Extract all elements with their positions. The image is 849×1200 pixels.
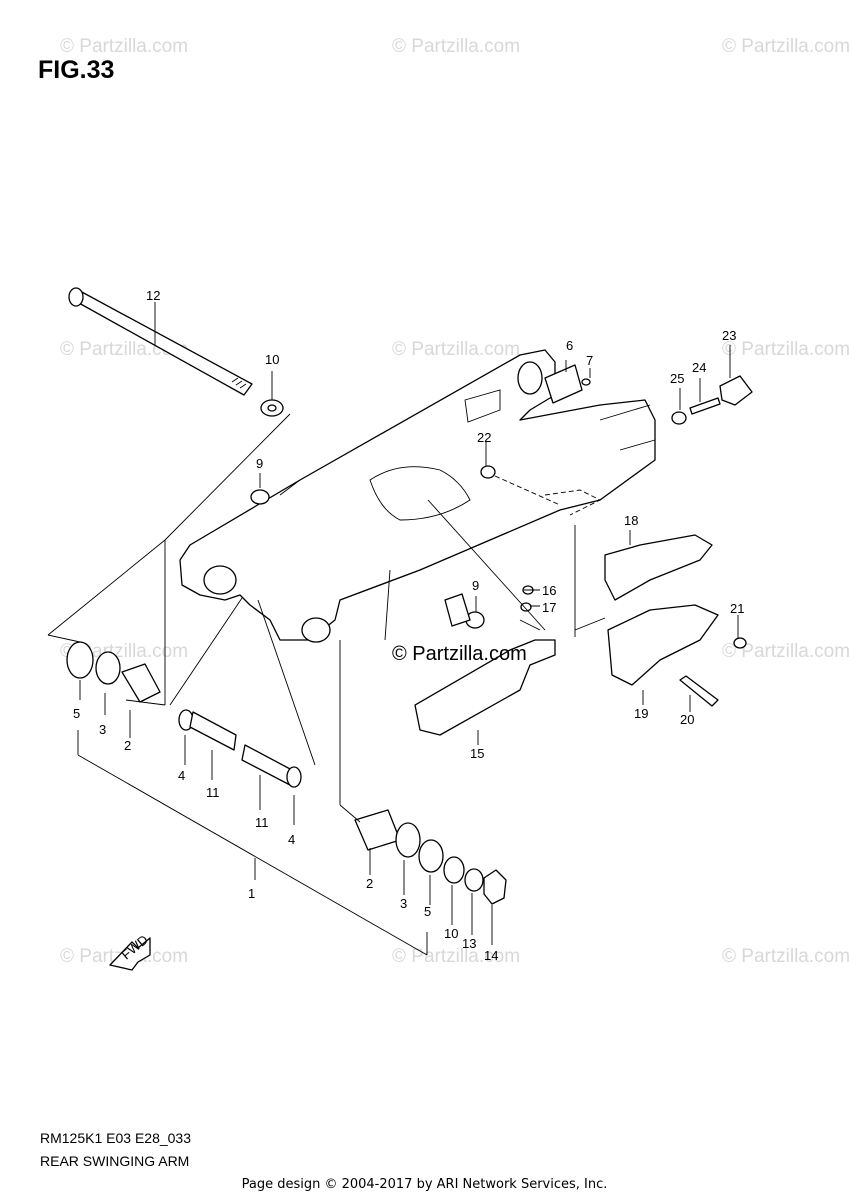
chain-guide-18 xyxy=(604,534,713,601)
callout: 1 xyxy=(248,886,255,901)
callout: 12 xyxy=(146,288,160,303)
chain-guide-19 xyxy=(607,604,719,686)
callout: 9 xyxy=(472,578,479,593)
callout: 14 xyxy=(484,948,498,963)
figure-name: REAR SWINGING ARM xyxy=(40,1153,190,1169)
callout: 17 xyxy=(542,600,556,615)
callout: 16 xyxy=(542,583,556,598)
chain-slider-15 xyxy=(414,639,556,736)
bolt-7 xyxy=(581,378,591,386)
washer-17 xyxy=(520,602,532,612)
model-code: RM125K1 E03 E28_033 xyxy=(40,1130,191,1146)
callout: 18 xyxy=(624,513,638,528)
bearing-2b xyxy=(354,809,401,851)
nut-14 xyxy=(483,869,507,905)
pivot-shaft xyxy=(68,287,253,396)
callout: 2 xyxy=(124,738,131,753)
washer-9 xyxy=(250,489,270,505)
callout: 5 xyxy=(73,706,80,721)
watermark: © Partzilla.com xyxy=(722,339,849,360)
spacer-11b xyxy=(241,744,293,786)
adjuster-plate-6 xyxy=(544,364,583,404)
spacer-4b xyxy=(286,766,302,788)
callout-labels: 1 2 2 3 3 4 4 5 5 6 7 9 9 10 10 11 11 12… xyxy=(73,288,744,963)
seal-5 xyxy=(66,641,94,679)
watermark: © Partzilla.com xyxy=(392,946,520,967)
figure-title: FIG.33 xyxy=(38,56,115,84)
callout: 11 xyxy=(206,785,220,800)
nut-22 xyxy=(480,465,496,479)
copyright-footer: Page design © 2004-2017 by ARI Network S… xyxy=(241,1177,608,1192)
bearing-3b xyxy=(395,822,421,858)
callout: 25 xyxy=(670,371,684,386)
bearing-2 xyxy=(121,663,161,703)
callout: 15 xyxy=(470,746,484,761)
callout: 10 xyxy=(444,926,458,941)
callout: 6 xyxy=(566,338,573,353)
bearing-9 xyxy=(444,593,471,627)
fwd-arrow-icon xyxy=(109,937,151,971)
washer-10b xyxy=(443,856,465,884)
callout: 23 xyxy=(722,328,736,343)
swing-arm xyxy=(179,349,656,643)
stopper-23 xyxy=(719,375,753,406)
callout: 4 xyxy=(288,832,295,847)
watermark: © Partzilla.com xyxy=(722,641,849,662)
washer-13 xyxy=(464,868,484,892)
nut-25 xyxy=(671,411,687,425)
callout: 4 xyxy=(178,768,185,783)
bolt-24 xyxy=(689,397,721,415)
callout: 13 xyxy=(462,936,476,951)
seal-5b xyxy=(418,839,444,873)
callout: 10 xyxy=(265,352,279,367)
watermark-main: © Partzilla.com xyxy=(392,643,527,665)
watermark: © Partzilla.com xyxy=(722,36,849,57)
callout: 22 xyxy=(477,430,491,445)
callout: 7 xyxy=(586,353,593,368)
callout: 19 xyxy=(634,706,648,721)
bolt-21 xyxy=(733,637,747,649)
spacer-11 xyxy=(189,711,237,751)
callout: 21 xyxy=(730,601,744,616)
callout: 20 xyxy=(680,712,694,727)
watermark: © Partzilla.com xyxy=(60,36,188,57)
bolt-20 xyxy=(679,675,719,707)
watermark: © Partzilla.com xyxy=(722,946,849,967)
callout: 11 xyxy=(255,815,269,830)
callout: 9 xyxy=(256,456,263,471)
watermark: © Partzilla.com xyxy=(392,339,520,360)
callout: 24 xyxy=(692,360,706,375)
callout: 3 xyxy=(400,896,407,911)
callout: 5 xyxy=(424,904,431,919)
bearing-3 xyxy=(95,651,121,685)
callout: 3 xyxy=(99,722,106,737)
leader-lines xyxy=(47,302,739,956)
callout: 2 xyxy=(366,876,373,891)
watermark: © Partzilla.com xyxy=(392,36,520,57)
